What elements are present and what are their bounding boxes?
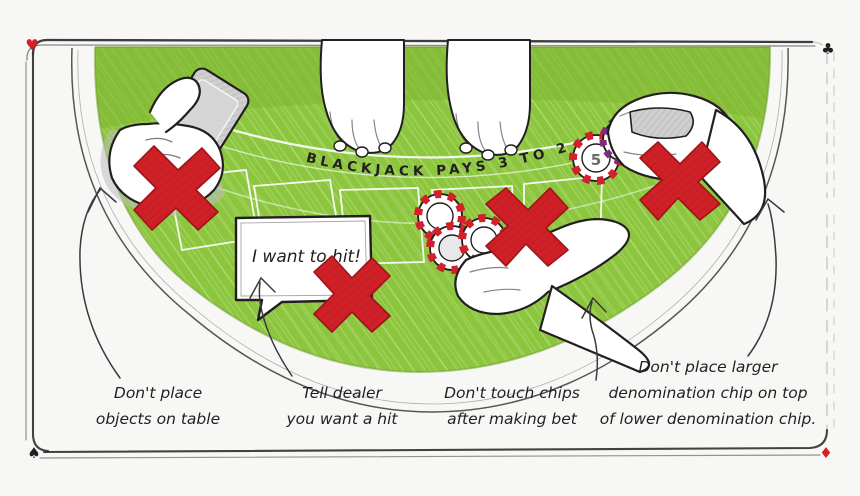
prohibited-x-speech [313, 255, 391, 333]
caption-tell-dealer-line-2: you want a hit [285, 410, 398, 428]
caption-touch-chips: Don't touch chips after making bet [444, 384, 580, 428]
speech-bubble-text: I want to hit! [252, 247, 361, 267]
chip-stack-center [414, 190, 510, 274]
chip-stack-right: 5 [569, 91, 767, 226]
dealer-hands [319, 39, 531, 161]
caption-denomination: Don't place larger denomination chip on … [600, 358, 817, 428]
decorative-frame [25, 38, 835, 459]
caption-denomination-line-2: denomination chip on top [608, 384, 807, 402]
red-white-chip-b [426, 222, 478, 274]
hand-touching-chips [414, 187, 651, 374]
caption-objects-line-2: objects on table [96, 410, 220, 428]
spade-suit-icon: ♠ [27, 444, 40, 462]
caption-objects-line-1: Don't place [114, 384, 202, 402]
caption-touch-chips-line-2: after making bet [447, 410, 578, 428]
chip-denomination-label: 5 [591, 151, 601, 169]
prohibited-x-phone [133, 145, 221, 231]
caption-denomination-line-3: of lower denomination chip. [600, 410, 817, 428]
dealer-hand-left [319, 39, 405, 158]
arrow-tell-dealer [249, 276, 293, 377]
caption-touch-chips-line-1: Don't touch chips [444, 384, 580, 402]
caption-denomination-line-1: Don't place larger [638, 358, 779, 376]
caption-objects: Don't place objects on table [96, 384, 220, 428]
arrow-denomination [747, 197, 785, 357]
arrow-touch-chips [581, 296, 607, 381]
prohibited-x-denomination [639, 141, 721, 221]
speech-bubble: I want to hit! [234, 214, 391, 333]
caption-tell-dealer-line-1: Tell dealer [302, 384, 383, 402]
table-rail-outline [70, 47, 789, 413]
arrow-objects [79, 186, 121, 379]
club-suit-icon: ♣ [821, 40, 834, 58]
caption-tell-dealer: Tell dealer you want a hit [285, 384, 398, 428]
dealer-hand-right [445, 39, 531, 161]
prohibited-x-chips [485, 187, 569, 267]
caption-arrows [79, 186, 785, 381]
heart-suit-icon: ♥ [25, 36, 38, 54]
diamond-suit-icon: ♦ [819, 444, 832, 462]
hand-holding-phone [100, 67, 250, 231]
